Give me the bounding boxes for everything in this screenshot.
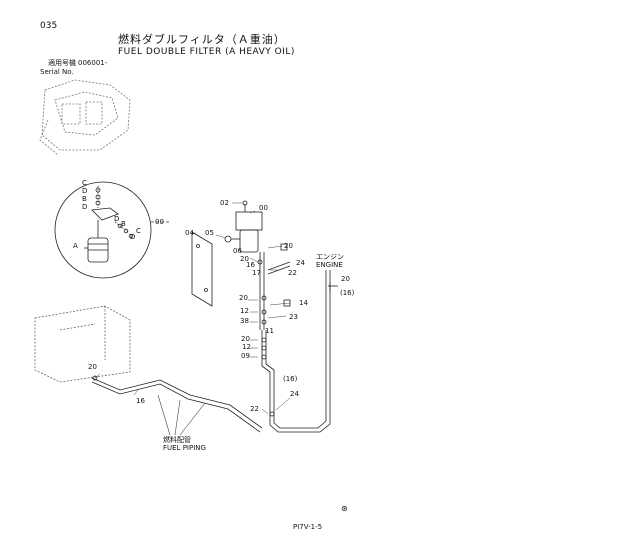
label-12-a: 12 xyxy=(240,307,249,315)
label-d-3: D xyxy=(114,215,120,223)
label-06: 06 xyxy=(233,247,242,255)
label-04: 04 xyxy=(185,229,194,237)
label-02: 02 xyxy=(220,199,229,207)
label-16-d: (16) xyxy=(283,375,298,383)
label-16-a: 16 xyxy=(246,261,255,269)
label-22-b: 22 xyxy=(250,405,259,413)
label-d-2: D xyxy=(82,203,88,211)
label-a: A xyxy=(73,242,78,250)
serial-label-japanese: 適用号機 xyxy=(48,59,76,67)
label-16-b: (16) xyxy=(340,289,355,297)
label-20-f: 20 xyxy=(88,363,97,371)
label-09: 09 xyxy=(241,352,250,360)
machine-overview-sketch xyxy=(39,79,131,156)
label-24-b: 24 xyxy=(290,390,299,398)
title-japanese: 燃料ダブルフィルタ（Ａ重油） xyxy=(118,33,286,46)
label-22-a: 22 xyxy=(288,269,297,277)
label-fuel-piping-japanese: 燃料配管 xyxy=(163,436,191,444)
label-20-e: 20 xyxy=(341,275,350,283)
bracket-plate xyxy=(191,231,213,307)
engine-return-pipe xyxy=(328,282,338,292)
serial-value: 006001- xyxy=(78,59,108,67)
label-b-1: B xyxy=(82,195,87,203)
title-english: FUEL DOUBLE FILTER (A HEAVY OIL) xyxy=(118,47,295,57)
label-38: 38 xyxy=(240,317,249,325)
label-23: 23 xyxy=(289,313,298,321)
label-fuel-piping-english: FUEL PIPING xyxy=(163,444,206,452)
label-12-b: 12 xyxy=(242,343,251,351)
label-17: 17 xyxy=(252,269,261,277)
footer-mark: ⊛ xyxy=(341,504,348,513)
label-05: 05 xyxy=(205,229,214,237)
label-20-a: 20 xyxy=(240,255,249,263)
label-d-1: D xyxy=(82,187,88,195)
label-00: 00 xyxy=(259,204,268,212)
label-b-2: B xyxy=(121,220,126,228)
label-20-b: 20 xyxy=(284,242,293,250)
label-engine-english: ENGINE xyxy=(316,261,343,269)
label-14: 14 xyxy=(299,299,308,307)
fuel-pipes xyxy=(259,252,331,433)
label-c-2: C xyxy=(136,227,141,235)
page-code: 035 xyxy=(40,21,58,31)
label-24-a: 24 xyxy=(296,259,305,267)
label-c-top: C xyxy=(82,179,87,187)
label-20-c: 20 xyxy=(239,294,248,302)
filter-assembly xyxy=(224,200,263,253)
label-20-d: 20 xyxy=(241,335,250,343)
label-11: 11 xyxy=(265,327,274,335)
page-reference: PI7V-1-5 xyxy=(293,523,323,531)
label-d-4: D xyxy=(130,233,136,241)
label-detail-ref: 00 xyxy=(155,218,164,226)
label-engine-japanese: エンジン xyxy=(316,253,344,261)
engine-body-sketch xyxy=(34,305,131,383)
serial-label-english: Serial No. xyxy=(40,68,74,76)
detail-circle xyxy=(54,181,152,279)
label-16-c: 16 xyxy=(136,397,145,405)
filter-detail xyxy=(84,186,134,263)
fuel-piping-run xyxy=(91,377,263,433)
